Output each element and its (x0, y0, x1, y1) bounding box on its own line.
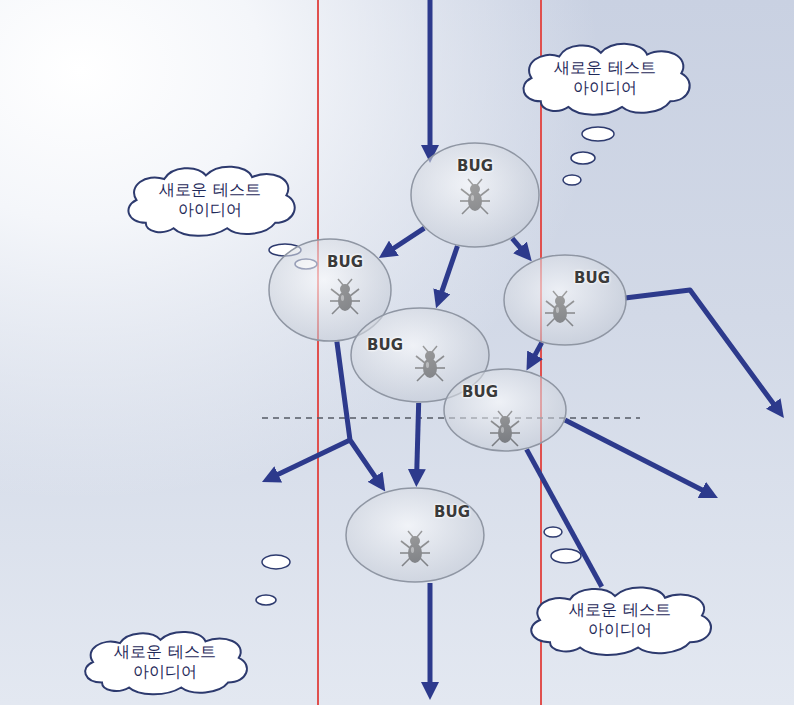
bug-label: BUG (367, 336, 403, 354)
bug-disc: BUG (410, 142, 540, 248)
cloud-shape (531, 588, 711, 655)
disc-outline (443, 368, 567, 452)
thought-bubble (262, 555, 290, 569)
bug-label: BUG (327, 253, 363, 271)
disc-outline (345, 487, 485, 583)
flow-connector (439, 246, 457, 299)
thought-bubble (582, 127, 614, 141)
bug-label: BUG (434, 503, 470, 521)
thought-bubble (563, 175, 581, 185)
idea-cloud: 새로운 테스트 아이디어 (75, 625, 255, 699)
disc-shape (346, 488, 484, 582)
idea-cloud: 새로운 테스트 아이디어 (118, 159, 303, 241)
disc-shape (444, 369, 566, 451)
cloud-shape (523, 44, 689, 115)
idea-text: 새로운 테스트 아이디어 (562, 600, 677, 640)
disc-shape (504, 255, 626, 345)
thought-bubble (551, 549, 581, 563)
flow-connector (531, 343, 541, 362)
flow-connector (417, 403, 419, 477)
cloud-shape (85, 632, 247, 694)
flow-arrow (428, 0, 433, 153)
bug-disc: BUG (443, 368, 567, 452)
idea-text: 새로운 테스트 아이디어 (547, 58, 662, 98)
flow-arrow (271, 440, 350, 478)
bug-label: BUG (574, 269, 610, 287)
flow-connector (387, 228, 424, 252)
disc-shape (411, 143, 539, 247)
flow-connector (527, 449, 602, 586)
flow-arrow (625, 290, 778, 410)
idea-cloud: 새로운 테스트 아이디어 (520, 580, 720, 660)
bug-label: BUG (462, 383, 498, 401)
bug-disc: BUG (345, 487, 485, 583)
boundary-line (317, 0, 319, 705)
idea-cloud: 새로운 테스트 아이디어 (513, 36, 698, 120)
flow-arrow (428, 583, 433, 690)
bug-label: BUG (457, 157, 493, 175)
bug-disc: BUG (503, 254, 627, 346)
flow-arrow (565, 420, 709, 494)
thought-bubble (256, 595, 276, 605)
idea-text: 새로운 테스트 아이디어 (152, 180, 267, 220)
thought-bubble (544, 527, 562, 537)
thought-bubble (571, 152, 595, 164)
disc-outline (503, 254, 627, 346)
cloud-shape (128, 167, 294, 236)
idea-text: 새로운 테스트 아이디어 (107, 642, 222, 682)
flow-connector (512, 238, 525, 253)
